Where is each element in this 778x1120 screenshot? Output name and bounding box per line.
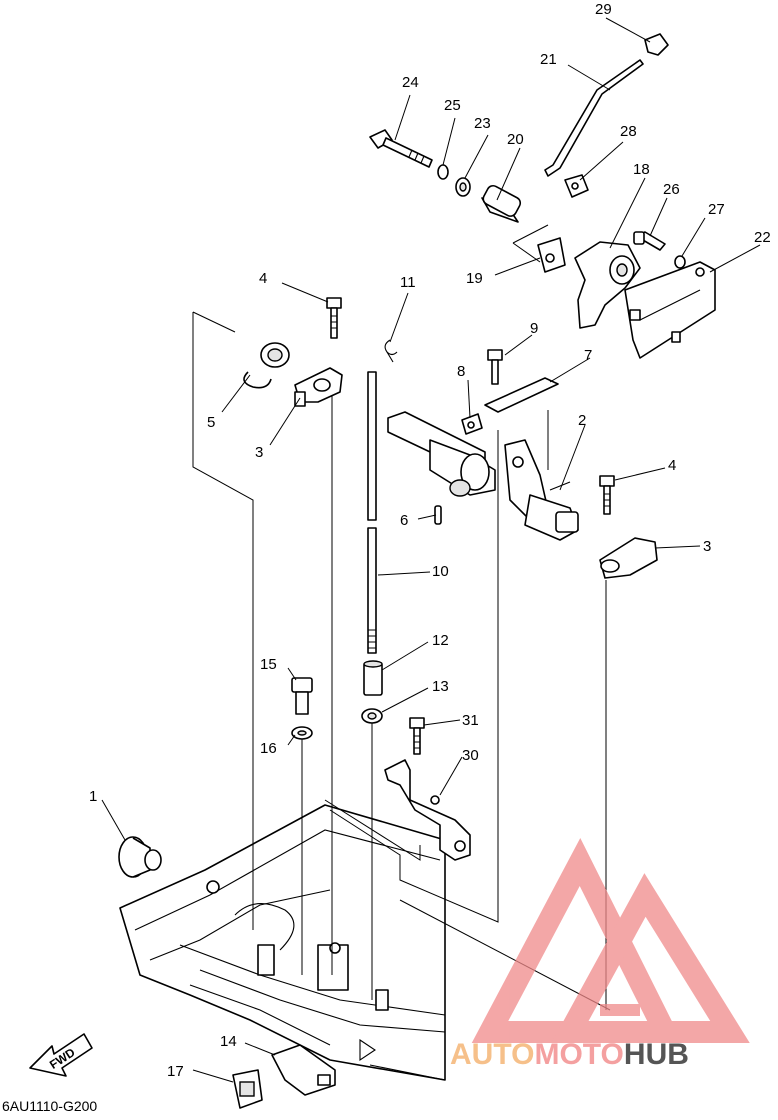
watermark-hub: HUB: [624, 1038, 689, 1071]
callout-4-left: 4: [259, 270, 267, 287]
callout-26: 26: [663, 181, 680, 198]
part-28-joint: [564, 174, 589, 198]
part-20-collar: [481, 184, 522, 223]
watermark-auto: AUTO: [450, 1038, 534, 1071]
callout-14: 14: [220, 1033, 237, 1050]
callout-12: 12: [432, 632, 449, 649]
callout-8: 8: [457, 363, 465, 380]
callout-29: 29: [595, 1, 612, 18]
part-23-washer: [455, 177, 471, 197]
callout-9: 9: [530, 320, 538, 337]
part-22-bracket: [624, 261, 716, 359]
part-11-clip: [384, 339, 398, 363]
part-25-washer: [437, 164, 449, 180]
part-17-clamp: [232, 1069, 263, 1109]
part-5-clip: [243, 342, 290, 389]
callout-19: 19: [466, 270, 483, 287]
watermark-text: AUTOMOTOHUB: [450, 1038, 689, 1071]
callout-17: 17: [167, 1063, 184, 1080]
part-30-bracket: [384, 759, 471, 861]
part-27-washer: [674, 255, 686, 269]
callout-22: 22: [754, 229, 771, 246]
callout-24: 24: [402, 74, 419, 91]
part-4-bolt-left: [326, 297, 342, 339]
callout-18: 18: [633, 161, 650, 178]
part-29-cap: [644, 33, 669, 56]
callout-11: 11: [400, 274, 416, 291]
fwd-direction-arrow: FWD: [29, 1033, 93, 1077]
callout-23: 23: [474, 115, 491, 132]
part-code: 6AU1110-G200: [2, 1098, 97, 1114]
callout-27: 27: [708, 201, 725, 218]
part-15-bolt: [291, 677, 313, 715]
part-8-nut: [461, 413, 483, 435]
callout-21: 21: [540, 51, 557, 68]
part-9-bolt: [487, 349, 503, 385]
part-7-plate: [484, 377, 559, 413]
part-19-clip: [537, 237, 566, 273]
part-4-bolt-right: [599, 475, 615, 515]
part-10-shift-rod: [367, 371, 377, 654]
part-12-joint: [363, 660, 383, 696]
part-3-link-right: [599, 537, 658, 579]
part-1-grommet: [118, 836, 162, 878]
callout-6: 6: [400, 512, 408, 529]
watermark-logo: [471, 837, 750, 1043]
part-26-bolt: [633, 231, 666, 251]
part-24-bolt: [369, 129, 433, 168]
callout-1: 1: [89, 788, 97, 805]
callout-4-right: 4: [668, 457, 676, 474]
watermark-moto: MOTO: [534, 1038, 623, 1071]
part-18-lever: [574, 241, 641, 329]
callout-25: 25: [444, 97, 461, 114]
callout-labels: 29 21 24 25 23 20 28 18 26 27 22 19 4 11…: [89, 1, 771, 1080]
callout-10: 10: [432, 563, 449, 580]
part-21-rod: [544, 59, 644, 177]
part-3-link-left: [294, 367, 343, 407]
callout-16: 16: [260, 740, 277, 757]
callout-30: 30: [462, 747, 479, 764]
callout-15: 15: [260, 656, 277, 673]
callout-3-left: 3: [255, 444, 263, 461]
callout-20: 20: [507, 131, 524, 148]
part-31-bolt: [409, 717, 425, 755]
part-14-bracket: [271, 1044, 336, 1096]
part-13-nut: [361, 708, 383, 724]
callout-31: 31: [462, 712, 479, 729]
callout-7: 7: [584, 347, 592, 364]
callout-5: 5: [207, 414, 215, 431]
callout-13: 13: [432, 678, 449, 695]
part-2-shift-shaft: [387, 411, 579, 541]
callout-3-right: 3: [703, 538, 711, 555]
reference-lines: [192, 224, 611, 1011]
part-16-washer: [291, 726, 313, 740]
leader-lines: [101, 17, 761, 1083]
bottom-cowling: [119, 804, 446, 1081]
callout-28: 28: [620, 123, 637, 140]
callout-2: 2: [578, 412, 586, 429]
